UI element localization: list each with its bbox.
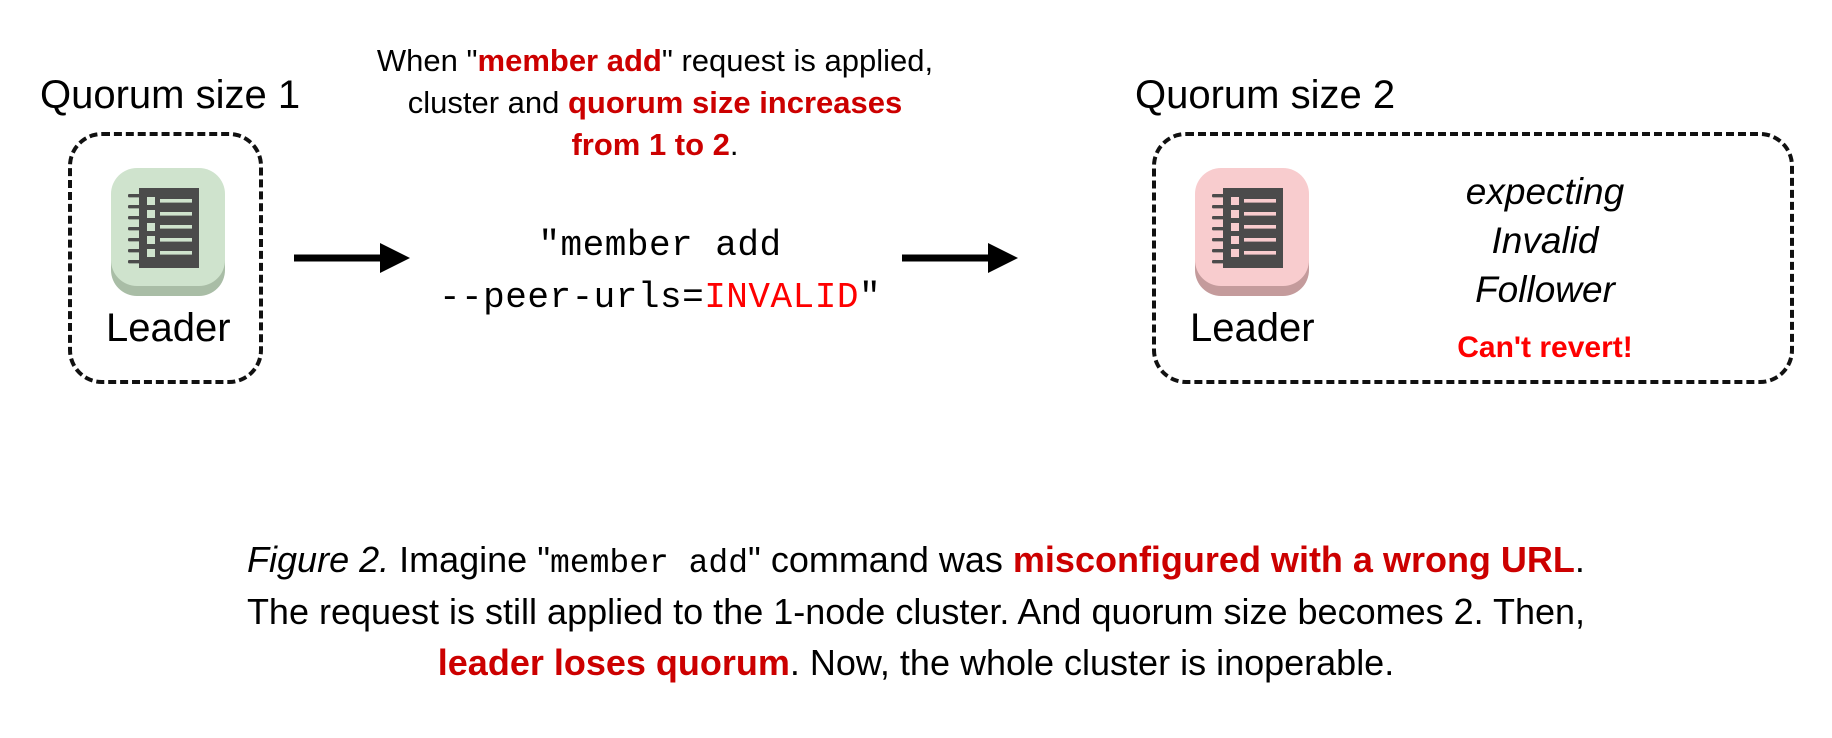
status-line-2: Invalid (1491, 219, 1599, 261)
command-line-2: --peer-urls=INVALID" (438, 277, 882, 319)
caption-line-1: Figure 2. Imagine "member add" command w… (247, 539, 1585, 582)
caption-leader-loses-quorum: leader loses quorum (437, 641, 790, 683)
left-node-caption: Leader (106, 306, 231, 350)
command-invalid-value: INVALID (704, 277, 859, 319)
figure-caption: Figure 2. Imagine "member add" command w… (0, 535, 1832, 688)
annotation-line-2: cluster and quorum size increases (407, 85, 903, 121)
command-line-1: "member add (538, 225, 782, 266)
status-line-1: expecting (1465, 171, 1625, 212)
left-node: Leader (106, 164, 231, 348)
right-cluster-box (1152, 132, 1794, 384)
annotation-line-1: When "member add" request is applied, (376, 43, 934, 78)
arrow-right-icon-left (294, 243, 410, 273)
status-line-3: Follower (1475, 268, 1615, 310)
annotation-member-add: member add (477, 43, 662, 78)
expected-state-text: expecting Invalid Follower (1380, 168, 1710, 314)
annotation-line-3: from 1 to 2. (571, 127, 739, 163)
annotation-from-1-to-2: from 1 to 2 (571, 127, 730, 163)
left-cluster-label: Quorum size 1 (40, 73, 301, 117)
server-ledger-icon (109, 164, 227, 298)
command-text: "member add --peer-urls=INVALID" (430, 220, 890, 324)
annotation-text: When "member add" request is applied, cl… (355, 40, 955, 166)
right-node: Leader (1190, 164, 1315, 348)
arrow-right-icon-right (902, 243, 1018, 273)
caption-line-2: The request is still applied to the 1-no… (246, 591, 1586, 633)
caption-line-3: leader loses quorum. Now, the whole clus… (437, 641, 1395, 683)
right-node-caption: Leader (1190, 306, 1315, 350)
figure-label: Figure 2. (247, 539, 390, 580)
ledger-glyph (128, 188, 200, 268)
caption-command-ref: member add (549, 545, 749, 582)
left-cluster-box (68, 132, 263, 384)
cant-revert-warning: Can't revert! (1457, 331, 1633, 364)
right-cluster-label: Quorum size 2 (1135, 73, 1396, 117)
ledger-glyph (1212, 188, 1284, 268)
caption-misconfigured: misconfigured with a wrong URL (1012, 539, 1575, 580)
annotation-quorum-increase: quorum size increases (568, 85, 903, 121)
server-ledger-icon (1193, 164, 1311, 298)
